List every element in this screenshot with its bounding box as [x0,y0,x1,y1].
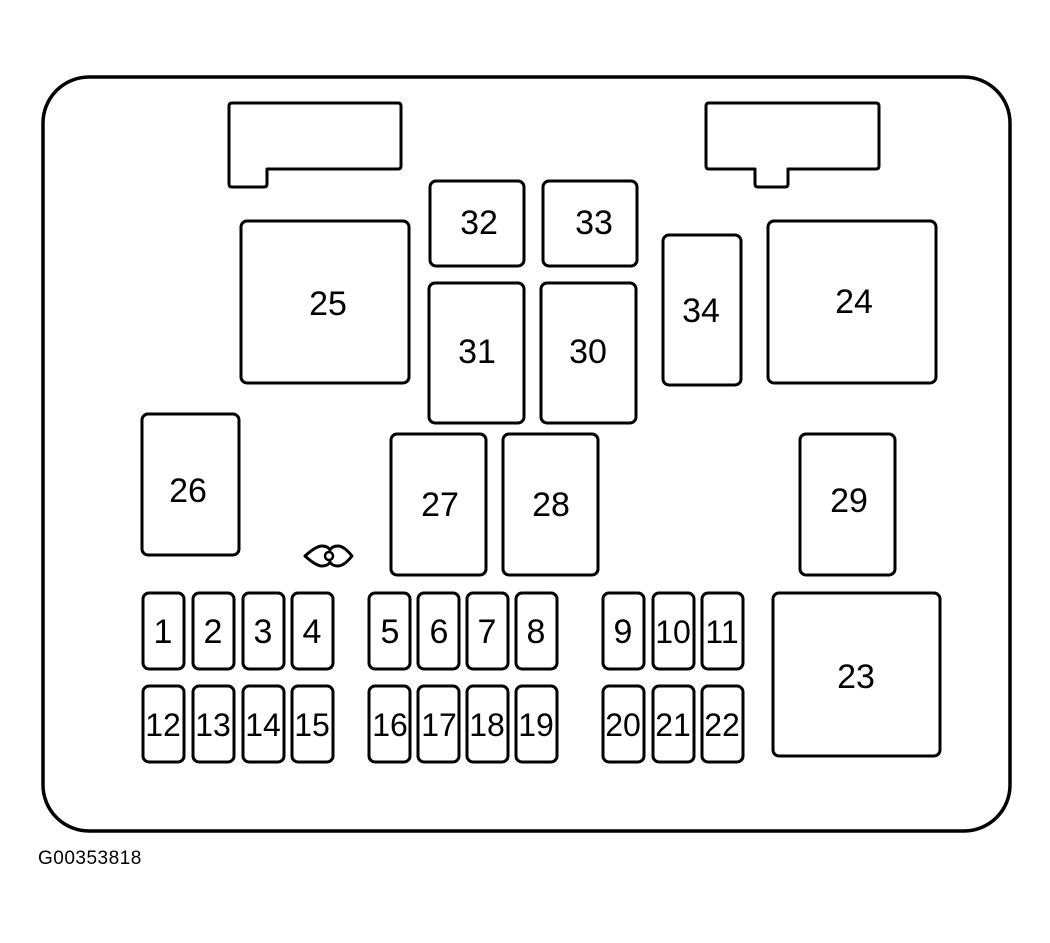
relay-slot-34: 34 [661,233,743,387]
svg-text:7: 7 [478,613,497,651]
relay-slot-33: 33 [541,179,639,268]
fuse-slot-22: 22 [700,684,745,764]
svg-text:2: 2 [204,613,223,651]
svg-text:3: 3 [254,613,273,651]
svg-text:29: 29 [830,482,868,520]
svg-text:30: 30 [569,333,607,371]
relay-slot-24: 24 [766,219,938,385]
svg-text:24: 24 [835,283,873,321]
relay-slot-25: 25 [239,219,411,385]
svg-text:27: 27 [421,486,459,524]
fuse-slot-16: 16 [367,684,412,764]
fuse-slot-5: 5 [367,591,412,671]
svg-text:22: 22 [704,707,740,743]
svg-text:16: 16 [372,707,408,743]
relay-slot-28: 28 [501,432,600,577]
svg-text:13: 13 [195,707,231,743]
svg-text:25: 25 [309,285,347,323]
svg-text:26: 26 [169,472,207,510]
svg-text:9: 9 [614,613,633,651]
svg-text:28: 28 [532,486,570,524]
svg-text:23: 23 [837,658,875,696]
svg-text:5: 5 [381,613,400,651]
svg-text:21: 21 [655,707,691,743]
svg-text:10: 10 [655,614,691,650]
svg-text:33: 33 [575,204,613,242]
fuse-slot-20: 20 [601,684,646,764]
fuse-slot-10: 10 [651,591,696,671]
svg-text:20: 20 [605,707,641,743]
relay-slot-29: 29 [798,432,897,577]
svg-text:17: 17 [421,707,457,743]
mounting-stud-icon [303,544,354,568]
svg-text:11: 11 [705,614,738,650]
relay-slot-31: 31 [427,281,526,425]
fuse-slot-6: 6 [416,591,461,671]
fuse-slot-14: 14 [241,684,286,764]
fuse-slot-9: 9 [601,591,646,671]
fuse-slot-18: 18 [465,684,510,764]
fuse-slot-11: 11 [700,591,745,671]
svg-text:4: 4 [303,613,322,651]
svg-text:31: 31 [458,333,496,371]
fuse-slot-12: 12 [141,684,186,764]
svg-text:18: 18 [469,707,505,743]
relay-slot-27: 27 [389,432,488,577]
svg-text:12: 12 [145,707,181,743]
fuse-slot-4: 4 [290,591,335,671]
fuse-slot-21: 21 [651,684,696,764]
svg-text:6: 6 [430,613,449,651]
fuse-slot-19: 19 [514,684,559,764]
relay-slot-26: 26 [140,412,241,557]
fuse-slot-1: 1 [141,591,186,671]
relay-slot-30: 30 [539,281,638,425]
fuse-slot-8: 8 [514,591,559,671]
svg-text:19: 19 [518,707,554,743]
svg-text:1: 1 [154,613,173,651]
svg-text:15: 15 [294,707,330,743]
svg-text:14: 14 [245,707,281,743]
figure-code: G00353818 [38,848,142,869]
relay-slot-32: 32 [428,179,526,268]
connector-right-icon [704,101,881,189]
svg-text:32: 32 [460,204,498,242]
connector-left-icon [227,101,403,189]
relay-slot-23: 23 [771,591,942,758]
fuse-slot-17: 17 [416,684,461,764]
fuse-slot-13: 13 [191,684,236,764]
fuse-slot-7: 7 [465,591,510,671]
fuse-slot-15: 15 [290,684,335,764]
svg-text:8: 8 [527,613,546,651]
fuse-slot-2: 2 [191,591,236,671]
fuse-slot-3: 3 [241,591,286,671]
svg-text:34: 34 [682,292,720,330]
